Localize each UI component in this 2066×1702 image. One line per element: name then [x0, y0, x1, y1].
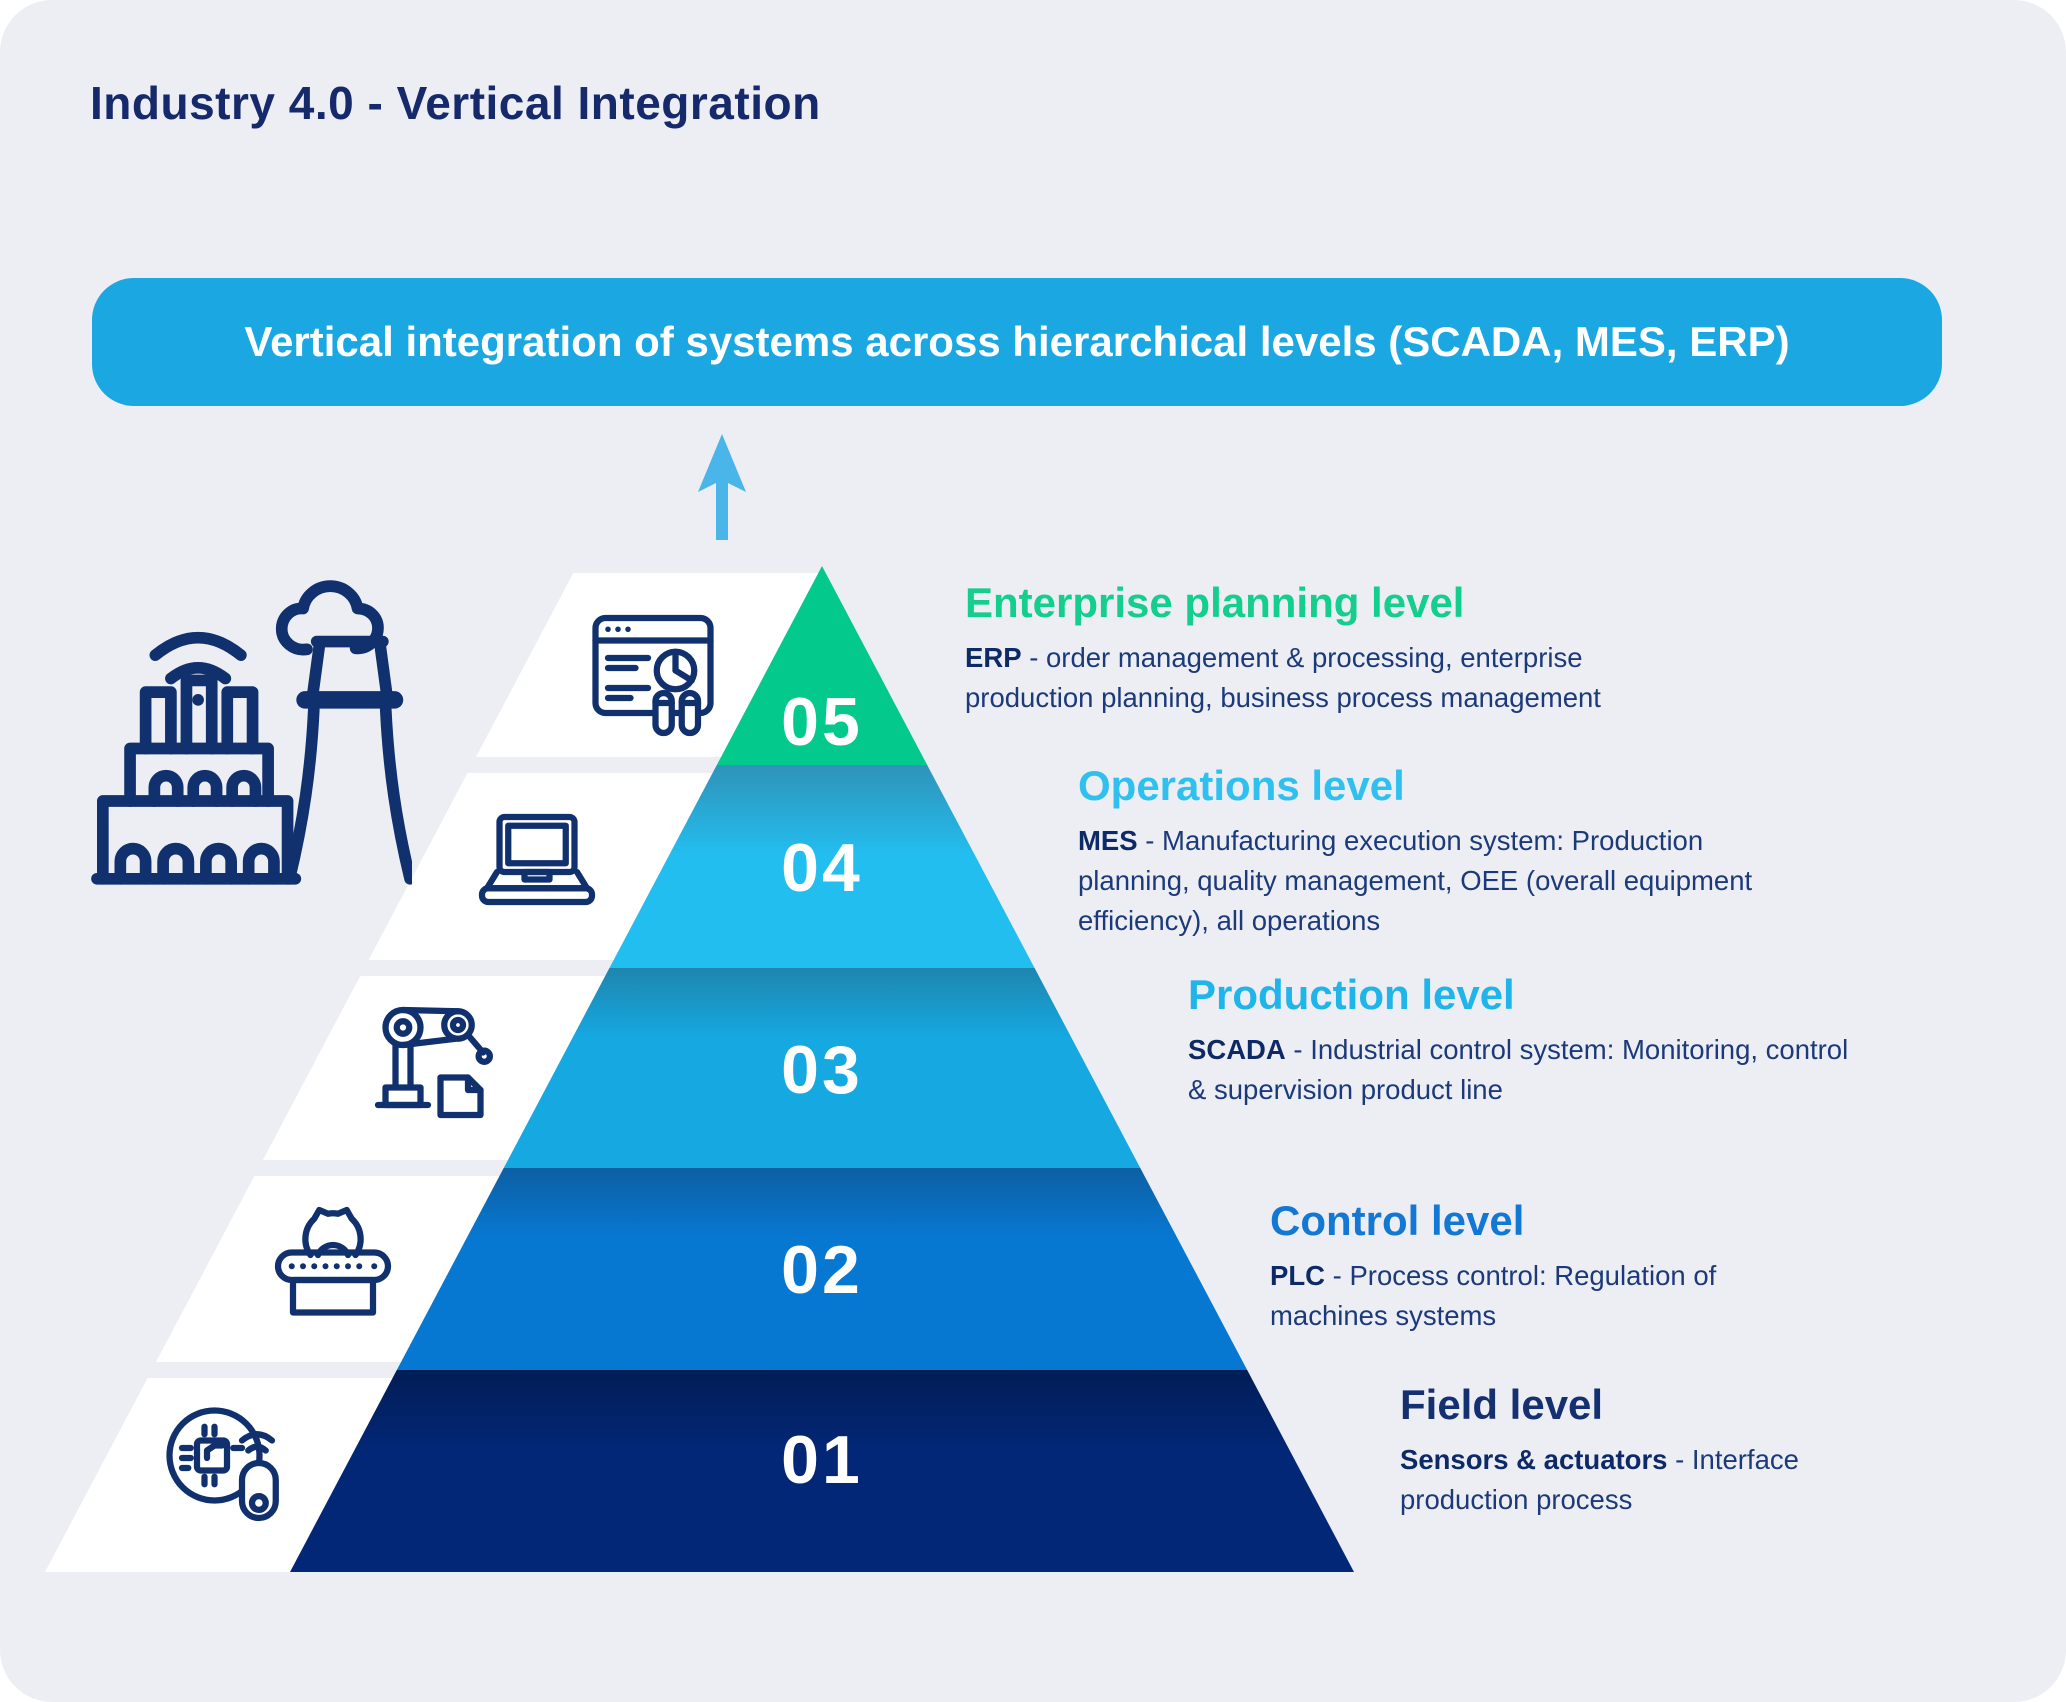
level-description: SCADA - Industrial control system: Monit…: [1188, 1034, 1849, 1106]
icon-band-02: [156, 1176, 506, 1362]
level-description: MES - Manufacturing execution system: Pr…: [1078, 825, 1753, 937]
sensor-chip-icon: [166, 1407, 279, 1522]
laptop-icon: [478, 813, 596, 906]
level-number-05: 05: [781, 684, 863, 760]
pyramid-level-04: [609, 765, 1035, 968]
level-heading: Control level: [1270, 1197, 1525, 1244]
pyramid-level-03: [503, 968, 1141, 1168]
pyramid-level-05: [716, 566, 928, 765]
level-heading: Field level: [1400, 1381, 1604, 1428]
icon-band-05: [476, 573, 825, 757]
level-heading: Enterprise planning level: [965, 579, 1465, 626]
banner: Vertical integration of systems across h…: [92, 278, 1942, 406]
level-text-03: Production level SCADA - Industrial cont…: [1188, 971, 1868, 1110]
level-description: ERP - order management & processing, ent…: [965, 642, 1601, 714]
level-heading: Operations level: [1078, 762, 1405, 809]
pyramid-level-02: [396, 1168, 1248, 1370]
icon-band-01: [45, 1378, 399, 1572]
level-number-02: 02: [781, 1232, 863, 1308]
level-number-03: 03: [781, 1032, 863, 1108]
level-text-05: Enterprise planning level ERP - order ma…: [965, 579, 1665, 718]
level-text-01: Field level Sensors & actuators - Interf…: [1400, 1381, 1900, 1520]
banner-text: Vertical integration of systems across h…: [244, 318, 1790, 365]
page-title: Industry 4.0 - Vertical Integration: [90, 77, 821, 129]
level-text-02: Control level PLC - Process control: Reg…: [1270, 1197, 1790, 1336]
robot-arm-icon: [374, 1006, 493, 1119]
level-text-04: Operations level MES - Manufacturing exe…: [1078, 762, 1778, 941]
icon-band-03: [262, 976, 612, 1160]
pyramid-level-01: [290, 1370, 1354, 1572]
analytics-dashboard-icon: [592, 614, 714, 737]
level-heading: Production level: [1188, 971, 1515, 1018]
level-description: Sensors & actuators - Interface producti…: [1400, 1444, 1799, 1516]
conveyor-gear-icon: [274, 1206, 392, 1316]
level-description: PLC - Process control: Regulation of mac…: [1270, 1260, 1717, 1332]
up-arrow-icon: [698, 434, 746, 540]
smart-factory-icon: [91, 580, 412, 885]
level-number-04: 04: [781, 830, 863, 906]
level-number-01: 01: [781, 1422, 863, 1498]
icon-band-04: [368, 773, 719, 960]
